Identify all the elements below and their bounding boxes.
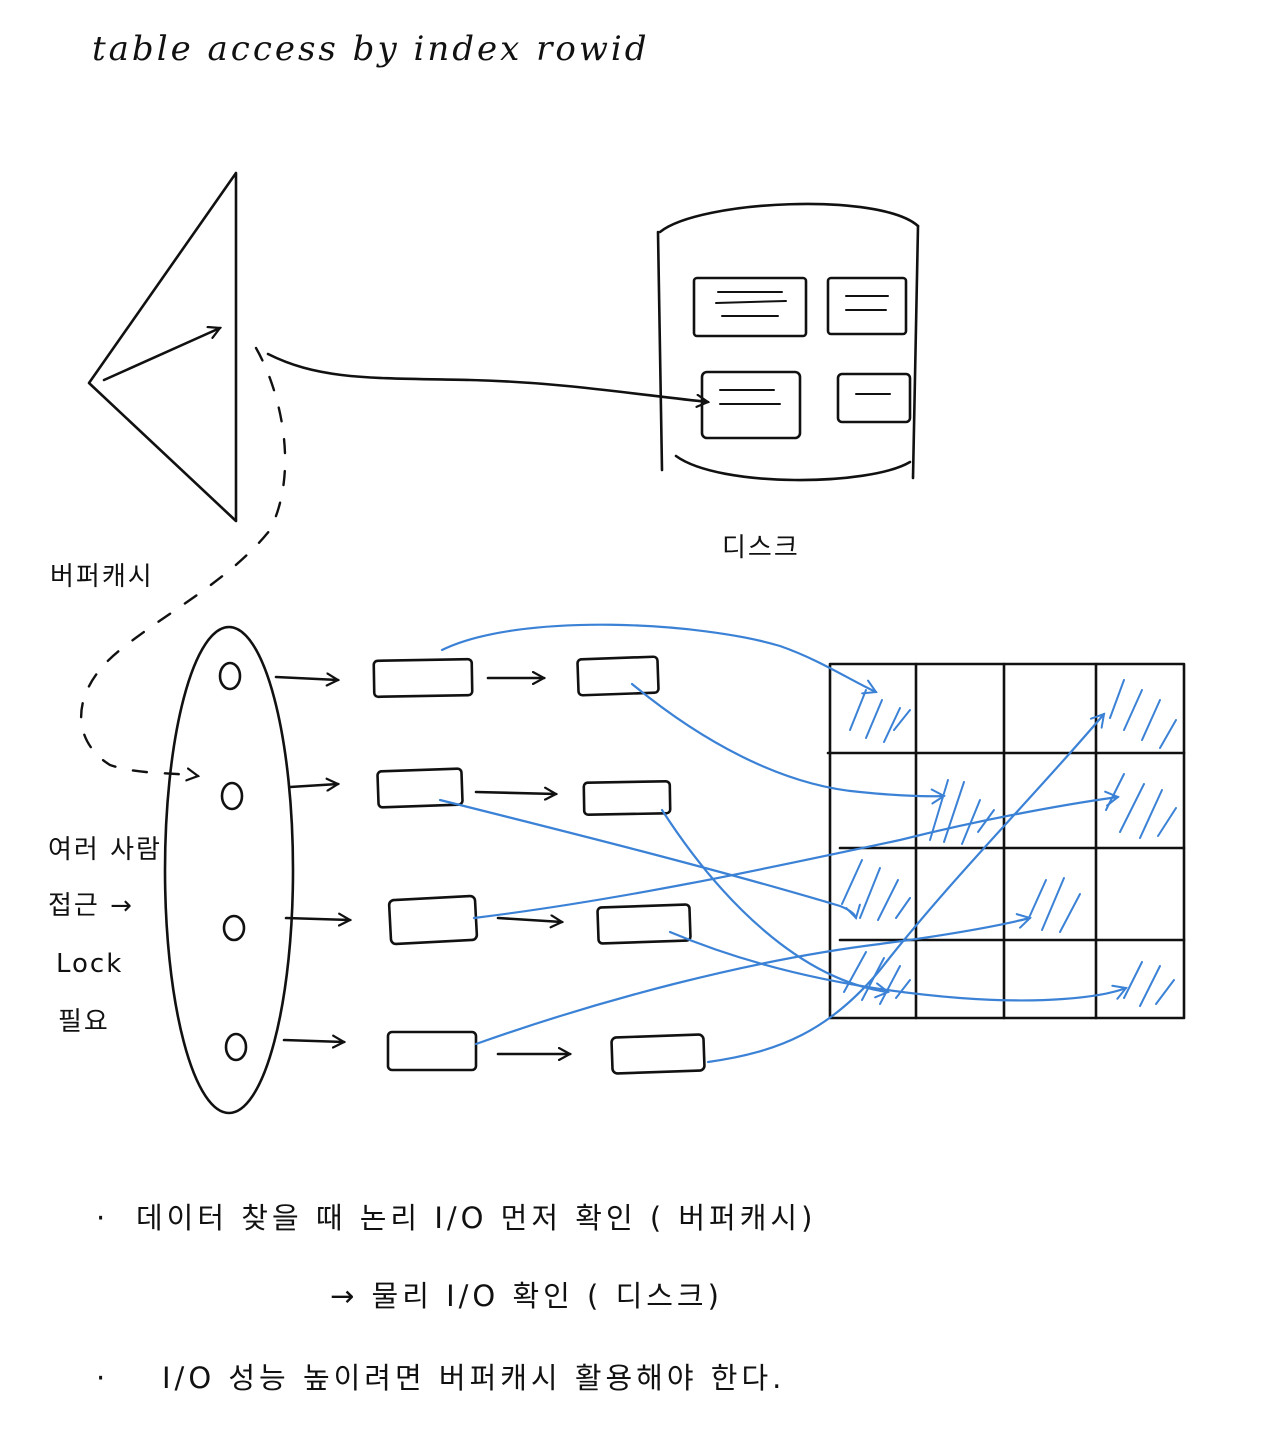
bottom-notes: · 데이터 찾을 때 논리 I/O 먼저 확인 ( 버퍼캐시) → 물리 I/O… bbox=[96, 1201, 816, 1395]
hash-bucket-ellipse bbox=[163, 625, 295, 1115]
multi-access-note: 여러 사람 접근 → Lock 필요 bbox=[48, 835, 162, 1037]
svg-text:여러 사람: 여러 사람 bbox=[48, 835, 162, 865]
page-title: table access by index rowid bbox=[92, 29, 650, 69]
index-to-disk-arrow bbox=[266, 352, 708, 402]
note-1: 데이터 찾을 때 논리 I/O 먼저 확인 ( 버퍼캐시) bbox=[136, 1201, 816, 1235]
note-bullet-2: · bbox=[96, 1361, 109, 1395]
svg-text:Lock: Lock bbox=[56, 949, 123, 979]
buffer-block-grid bbox=[826, 662, 1186, 1020]
buffer-header-chains bbox=[274, 655, 706, 1075]
dashed-access-path bbox=[79, 346, 287, 776]
note-1-continuation: → 물리 I/O 확인 ( 디스크) bbox=[330, 1279, 723, 1313]
index-tree-triangle bbox=[87, 171, 238, 523]
note-bullet-1: · bbox=[96, 1201, 109, 1235]
svg-text:필요: 필요 bbox=[58, 1007, 110, 1037]
disk-label: 디스크 bbox=[722, 533, 800, 563]
block-pointer-arrows bbox=[438, 623, 1128, 1064]
svg-text:접근 →: 접근 → bbox=[48, 891, 134, 921]
disk-cylinder bbox=[656, 202, 920, 482]
grid-hatches bbox=[841, 679, 1177, 1007]
note-2: I/O 성능 높이려면 버퍼캐시 활용해야 한다. bbox=[162, 1361, 785, 1395]
buffer-cache-label: 버퍼캐시 bbox=[50, 562, 154, 592]
hash-bucket-markers bbox=[218, 661, 248, 1062]
